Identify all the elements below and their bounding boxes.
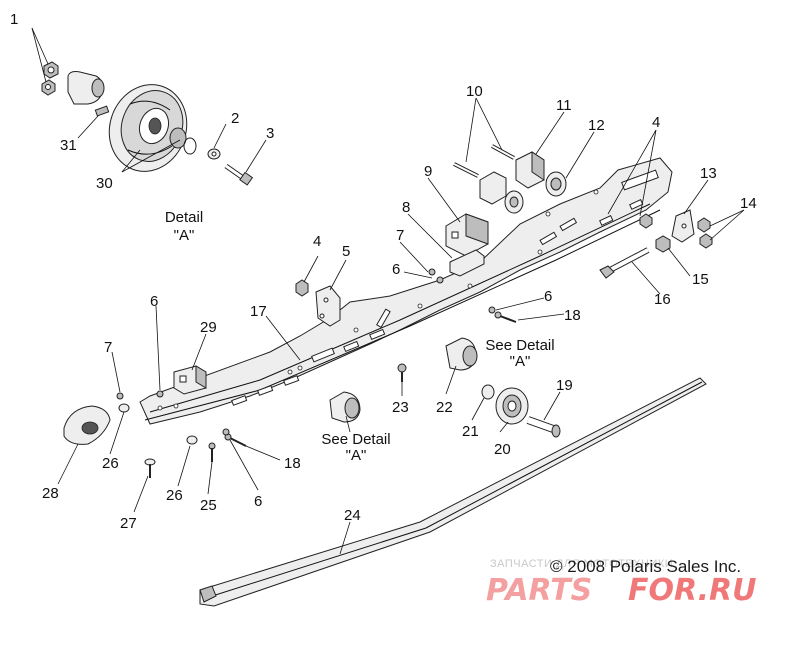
callout-6-c: 6 — [150, 293, 158, 310]
bolt-part-10-a — [453, 162, 479, 178]
watermark-top-text: ЗАПЧАСТИ ДЛЯ МОТОТЕХНИКИ — [490, 558, 673, 570]
bushing-part-22 — [445, 337, 478, 371]
nut-part-6-c — [156, 390, 164, 398]
callout-17: 17 — [250, 303, 267, 320]
see-detail-note-2-line1: See Detail — [321, 431, 390, 448]
nut-part-7-a — [428, 268, 436, 276]
nut-part-6-b — [488, 306, 496, 314]
callout-2: 2 — [231, 110, 239, 127]
callout-30: 30 — [96, 175, 113, 192]
idler-wheel-part-30 — [108, 84, 197, 172]
nut-part-6-a — [436, 276, 444, 284]
nut-part-4-a — [295, 279, 309, 297]
clip-part-8 — [449, 249, 485, 277]
screw-part-18-b — [224, 433, 247, 447]
callout-18-b: 18 — [284, 455, 301, 472]
callout-11: 11 — [556, 97, 572, 114]
block-part-9 — [445, 213, 489, 257]
see-detail-note-2-line2: "A" — [346, 447, 367, 464]
wheel-part-20 — [495, 387, 529, 425]
callout-3: 3 — [266, 125, 274, 142]
callout-13: 13 — [700, 165, 717, 182]
nut-part-15 — [655, 235, 671, 253]
callout-22: 22 — [436, 399, 453, 416]
callout-21: 21 — [462, 423, 479, 440]
callout-24: 24 — [344, 507, 361, 524]
callout-14: 14 — [740, 195, 757, 212]
detail-a-title: Detail — [165, 209, 203, 226]
callout-4-b: 4 — [313, 233, 321, 250]
block-part-29 — [173, 365, 207, 395]
callout-20: 20 — [494, 441, 511, 458]
bolt-part-3 — [224, 163, 254, 186]
callout-1: 1 — [10, 11, 18, 28]
callout-7-b: 7 — [104, 339, 112, 356]
bracket-part-5 — [315, 285, 341, 327]
nut-part-1-b — [41, 79, 56, 96]
slide-rail-assembly — [63, 144, 713, 607]
rivet-part-27 — [144, 458, 156, 478]
rail-part-17 — [139, 157, 673, 425]
callout-6-d: 6 — [254, 493, 262, 510]
bolt-part-10-b — [491, 144, 515, 160]
screw-part-18-a — [494, 311, 517, 323]
callout-12: 12 — [588, 117, 605, 134]
bolt-part-19 — [526, 416, 561, 438]
washer-part-26-b — [186, 435, 198, 445]
callout-16: 16 — [654, 291, 671, 308]
watermark-logo-left: PARTS — [486, 573, 592, 608]
see-detail-note-1-line1: See Detail — [485, 337, 554, 354]
wear-strip-part-24 — [199, 377, 707, 607]
callout-9: 9 — [424, 163, 432, 180]
block-part-11 — [515, 151, 545, 189]
callout-25: 25 — [200, 497, 217, 514]
washer-part-21 — [481, 384, 495, 400]
nut-part-4-b — [639, 213, 653, 229]
detail-a-letter: "A" — [174, 227, 195, 244]
idler-bracket-part-31 — [67, 71, 110, 117]
callout-6-b: 6 — [544, 288, 552, 305]
see-detail-note-1-line2: "A" — [510, 353, 531, 370]
nut-part-14-b — [699, 233, 713, 249]
bushing-part-12-a — [545, 171, 567, 197]
detail-notes: Detail "A" See Detail "A" See Detail "A" — [165, 209, 555, 464]
copyright-notice: © 2008 Polaris Sales Inc. — [550, 557, 741, 576]
callout-labels: 1 2 3 4 4 5 6 6 6 6 7 7 8 9 10 11 12 13 … — [10, 11, 757, 532]
callout-5: 5 — [342, 243, 350, 260]
callout-27: 27 — [120, 515, 137, 532]
watermark: ЗАПЧАСТИ ДЛЯ МОТОТЕХНИКИ PARTS FOR.RU — [486, 558, 757, 608]
callout-26-b: 26 — [166, 487, 183, 504]
callout-28: 28 — [42, 485, 59, 502]
nut-part-1-a — [43, 61, 59, 79]
callout-31: 31 — [60, 137, 77, 154]
callout-18-a: 18 — [564, 307, 581, 324]
nut-part-14-a — [697, 217, 711, 233]
callout-6-a: 6 — [392, 261, 400, 278]
washer-part-26-a — [118, 403, 130, 413]
callout-15: 15 — [692, 271, 709, 288]
callout-26-a: 26 — [102, 455, 119, 472]
leader-lines — [31, 27, 745, 555]
callout-10: 10 — [466, 83, 483, 100]
callout-4-a: 4 — [652, 114, 660, 131]
idler-wheel-assembly — [41, 61, 254, 186]
callout-23: 23 — [392, 399, 409, 416]
idler-bracket-lower — [329, 391, 361, 423]
screw-part-25 — [208, 442, 216, 462]
callout-19: 19 — [556, 377, 573, 394]
screw-part-23 — [397, 363, 407, 382]
callout-7-a: 7 — [396, 227, 404, 244]
watermark-logo-right: FOR.RU — [628, 573, 757, 608]
bolt-part-16 — [599, 247, 650, 279]
callout-8: 8 — [402, 199, 410, 216]
callout-29: 29 — [200, 319, 217, 336]
block-part-10-group — [479, 171, 524, 214]
nut-part-6-d — [222, 428, 230, 436]
nut-part-7-b — [116, 392, 124, 400]
